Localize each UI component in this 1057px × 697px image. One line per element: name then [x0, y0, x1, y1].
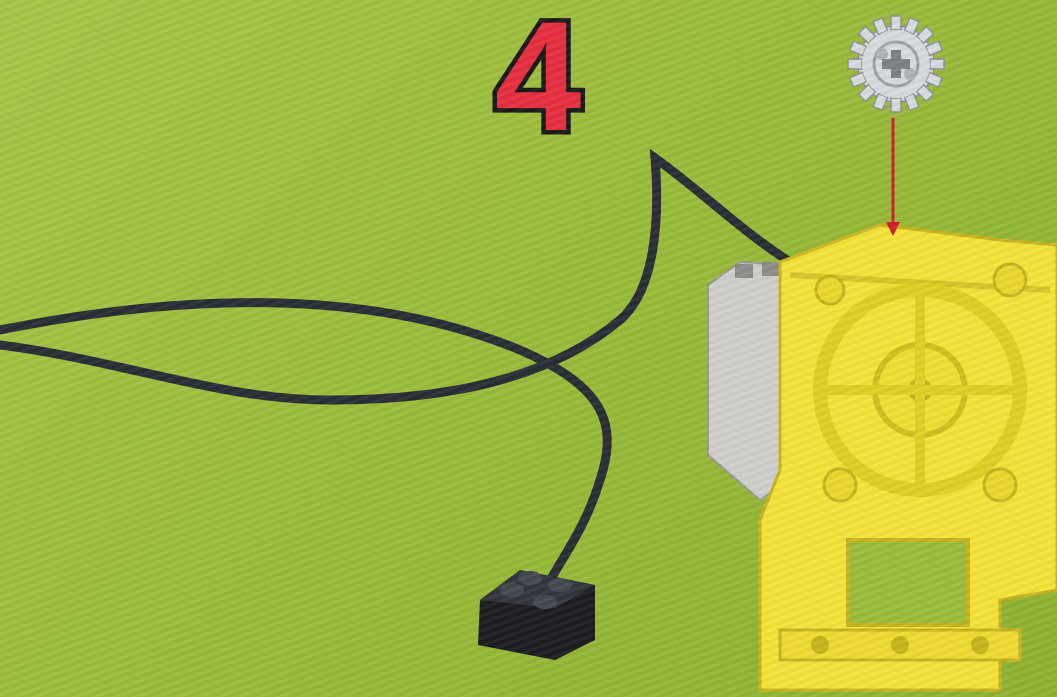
gear-icon	[848, 16, 944, 112]
cable-icon	[0, 158, 790, 590]
motor-side-block	[708, 262, 790, 500]
step-number: 4	[478, 2, 598, 152]
connector-brick-icon	[478, 570, 595, 660]
motor-housing-icon	[760, 225, 1057, 690]
insertion-arrow-icon	[886, 118, 900, 236]
